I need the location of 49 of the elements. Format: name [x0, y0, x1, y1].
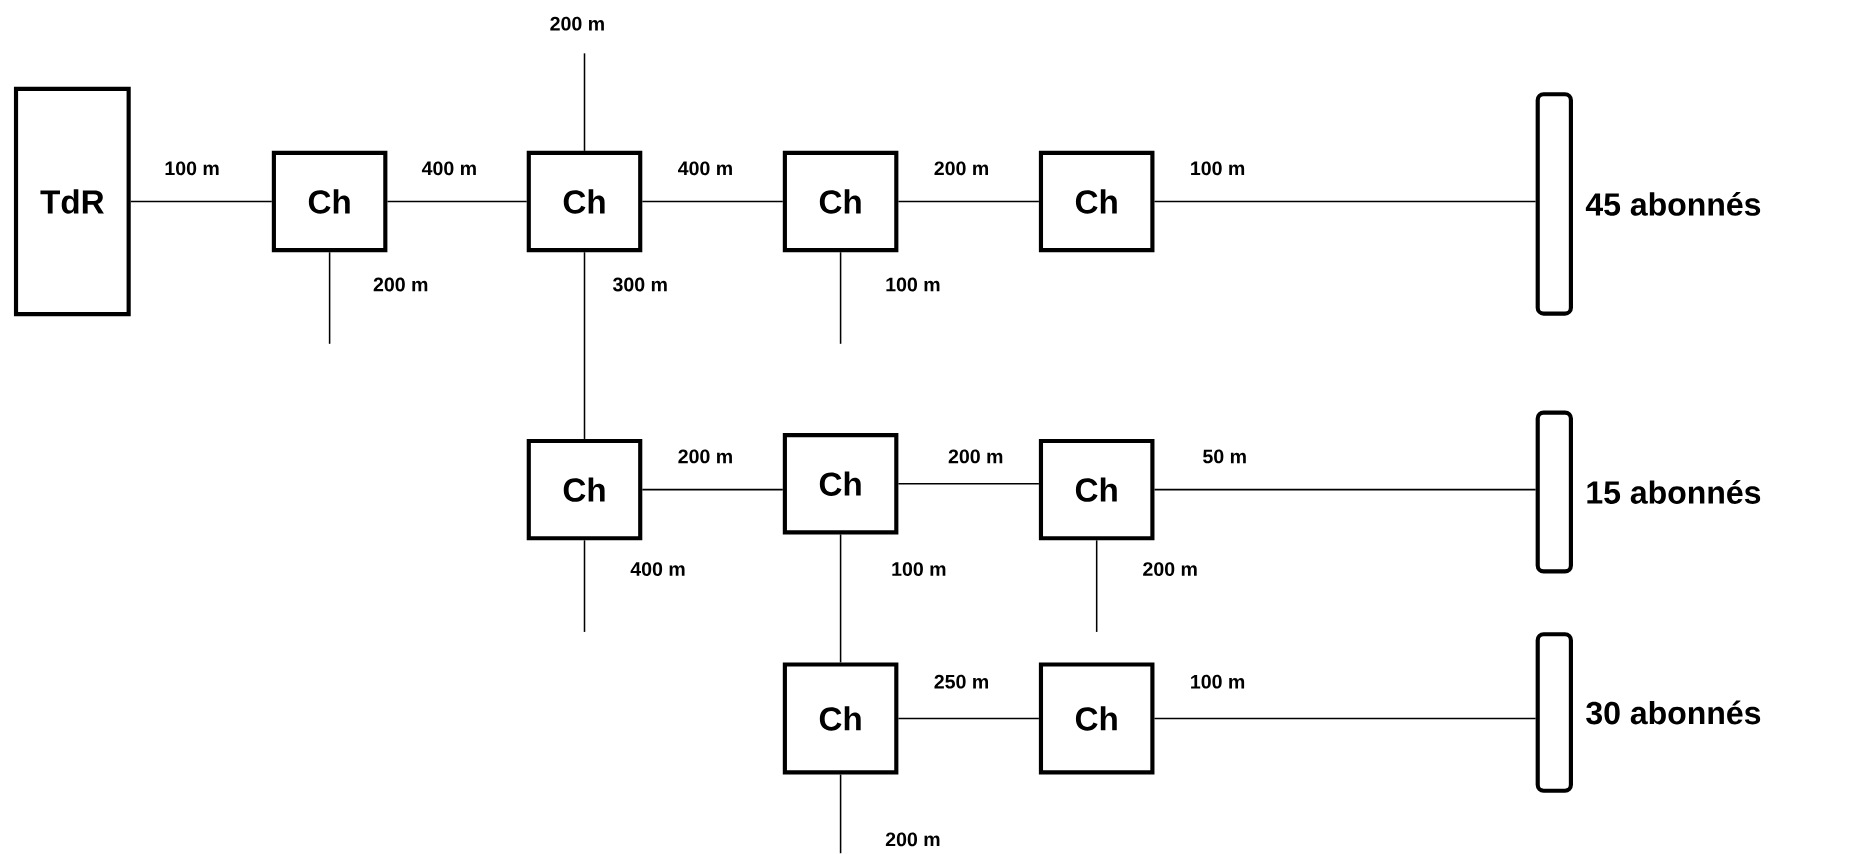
- distance-label: 200 m: [548, 15, 607, 32]
- distance-label: 400 m: [420, 160, 479, 177]
- distance-label: 50 m: [1201, 448, 1249, 465]
- cable-line: [1153, 489, 1537, 491]
- cabinet-box: Ch: [526, 439, 643, 541]
- cabinet-box: Ch: [782, 151, 899, 253]
- cable-line: [583, 52, 586, 152]
- distance-label: 400 m: [629, 561, 687, 578]
- distribution-box: TdR: [13, 87, 131, 317]
- distance-label: 300 m: [611, 276, 670, 293]
- distance-label: 400 m: [676, 160, 735, 177]
- cable-line: [641, 200, 784, 203]
- distance-label: 200 m: [932, 160, 991, 177]
- cabinet-box: Ch: [1038, 439, 1155, 541]
- cable-line: [1153, 717, 1537, 720]
- distance-label: 200 m: [1141, 561, 1200, 578]
- distance-label: 250 m: [932, 673, 991, 690]
- subscriber-count-label: 30 abonnés: [1586, 700, 1761, 725]
- cabinet-box: Ch: [271, 151, 388, 253]
- cable-line: [1095, 539, 1098, 633]
- cabinet-box: Ch: [782, 662, 899, 775]
- distance-label: 100 m: [1188, 160, 1247, 177]
- cabinet-box: Ch: [526, 151, 643, 253]
- cable-line: [1153, 200, 1537, 203]
- cabinet-box: Ch: [1038, 662, 1155, 775]
- distance-label: 100 m: [163, 160, 221, 177]
- cable-line: [839, 773, 842, 854]
- subscriber-count-label: 45 abonnés: [1585, 192, 1761, 216]
- cable-line: [839, 533, 842, 664]
- cabinet-box: Ch: [782, 433, 899, 535]
- subscriber-count-label: 15 abonnés: [1587, 480, 1761, 505]
- cabinet-box: Ch: [1038, 151, 1155, 253]
- cable-line: [839, 251, 842, 345]
- cable-line: [583, 539, 586, 633]
- cable-line: [328, 251, 331, 345]
- distance-label: 100 m: [889, 561, 948, 578]
- cable-line: [641, 489, 784, 491]
- distance-label: 100 m: [884, 276, 942, 293]
- cable-line: [583, 251, 586, 440]
- cable-line: [897, 483, 1040, 485]
- cable-line: [129, 200, 273, 203]
- distance-label: 200 m: [946, 448, 1005, 465]
- cable-line: [386, 200, 528, 203]
- distance-label: 200 m: [371, 276, 430, 293]
- distance-label: 200 m: [676, 448, 735, 465]
- distance-label: 100 m: [1188, 673, 1247, 690]
- cable-line: [897, 717, 1040, 720]
- cable-line: [897, 200, 1040, 203]
- distance-label: 200 m: [884, 831, 942, 848]
